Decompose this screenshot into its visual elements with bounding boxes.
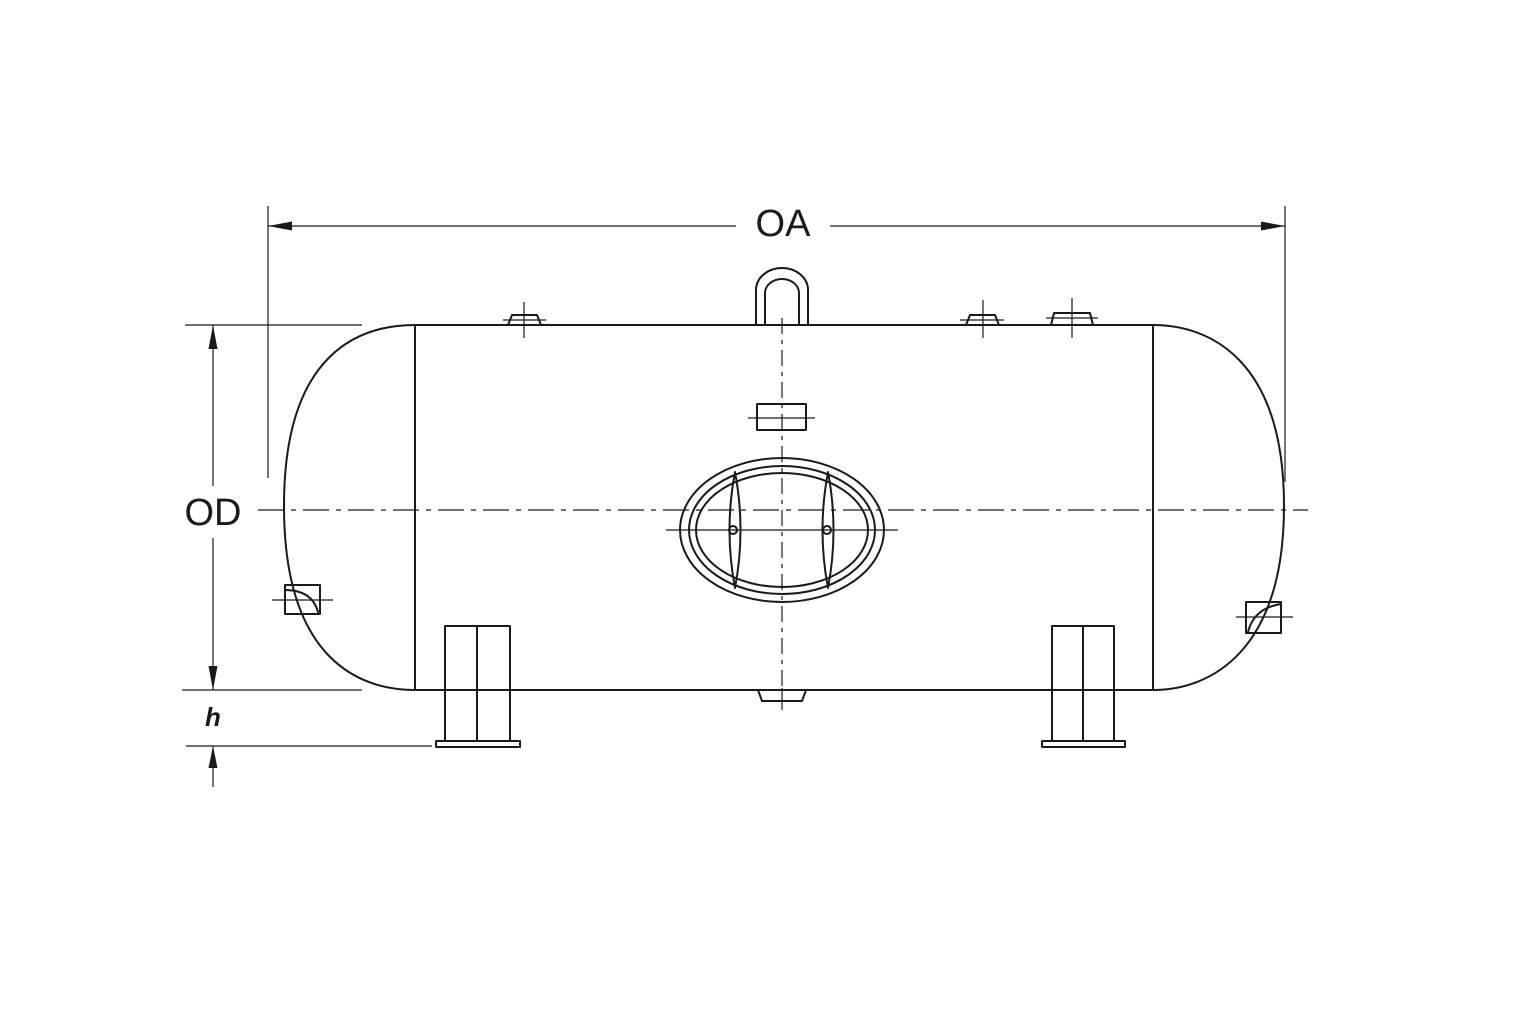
od-arrow-top — [208, 325, 218, 349]
nozzle-curve — [1247, 603, 1282, 633]
h-dimension: h — [186, 702, 432, 787]
nozzle-curve — [284, 589, 319, 613]
lug-outer — [755, 267, 809, 326]
top-nozzle-right-1 — [960, 300, 1004, 338]
od-dimension: OD — [182, 324, 362, 691]
vessel-body — [283, 324, 1285, 691]
h-arrow — [208, 746, 218, 768]
vessel-outline — [283, 324, 1285, 691]
oa-label: OA — [756, 203, 812, 245]
coupling-body — [756, 403, 807, 431]
od-arrow-bottom — [208, 666, 218, 690]
oa-arrow-left — [268, 221, 292, 231]
manway — [666, 457, 898, 603]
h-label: h — [205, 702, 221, 732]
right-support — [1041, 625, 1126, 748]
right-head-nozzle — [1236, 601, 1293, 634]
lug-inner — [764, 278, 800, 326]
lifting-lug — [755, 267, 809, 326]
top-nozzle-left — [503, 302, 546, 338]
support-base-plate — [1041, 740, 1126, 748]
left-head-nozzle — [272, 584, 333, 615]
support-base-plate — [435, 740, 521, 748]
oa-arrow-right — [1261, 221, 1285, 231]
shell-coupling — [748, 403, 815, 431]
manway-hinge-left — [728, 471, 742, 589]
manway-hinge-right — [821, 471, 835, 589]
left-support — [435, 625, 521, 748]
bottom-drain — [757, 688, 807, 710]
oa-dimension: OA — [267, 203, 1286, 482]
top-nozzle-right-2 — [1046, 298, 1098, 338]
od-label: OD — [185, 492, 242, 534]
